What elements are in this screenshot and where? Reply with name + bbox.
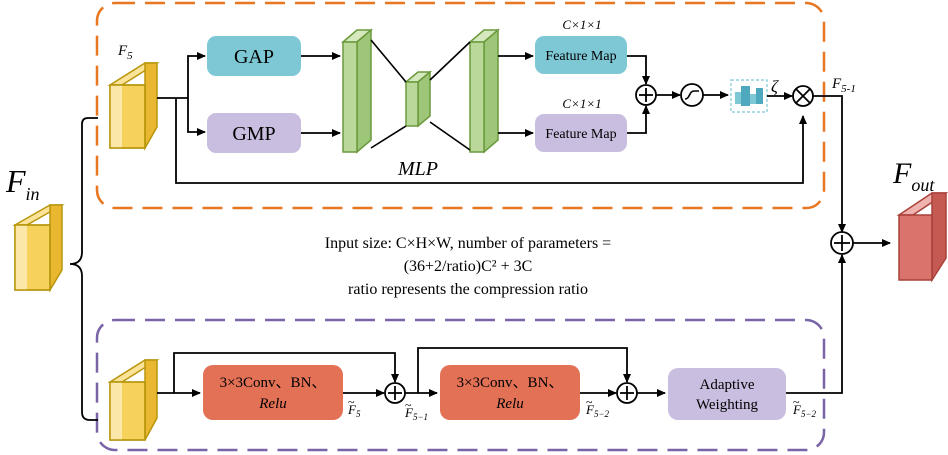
description-line-2: (36+2/ratio)C² + 3C	[404, 258, 533, 275]
f5-skip-line	[175, 98, 807, 184]
bottom-input-cube	[107, 359, 160, 441]
mlp-layer-hidden	[403, 70, 433, 128]
add-node-top	[635, 84, 657, 106]
top-branch-frame	[95, 1, 826, 210]
add-node-bottom-1	[384, 382, 406, 404]
gmp-box	[207, 113, 301, 153]
f5-to-gap-line	[157, 52, 206, 99]
input-label: Fin	[5, 163, 40, 204]
adaptive-weighting-line-1: Adaptive	[700, 377, 755, 393]
conv-box-2	[440, 365, 580, 420]
adaptive-weighting-line-2: Weighting	[696, 397, 759, 413]
mlp-label: MLP	[397, 158, 438, 180]
gmp-label: GMP	[232, 123, 275, 145]
multiply-node	[792, 85, 814, 107]
label-f52-tilde-a: F5−2	[585, 402, 610, 419]
mlp-connections	[370, 39, 471, 151]
sigmoid-icon	[680, 83, 704, 107]
feature-map-bottom-box	[535, 114, 627, 152]
feature-map-top-box	[535, 36, 627, 74]
skip-2-line	[417, 347, 631, 393]
description-line-3: ratio represents the compression ratio	[348, 281, 588, 298]
feature-map-top-label: Feature Map	[545, 49, 616, 64]
mlp-layer-output	[467, 28, 501, 154]
bottom-branch-frame	[95, 318, 826, 452]
feature-map-bottom-label: Feature Map	[545, 127, 616, 142]
conv-box-2-line-2: Relu	[495, 396, 524, 412]
output-feature-cube	[896, 192, 948, 283]
fm-bottom-to-add-line	[627, 105, 650, 134]
feature-map-bottom-shape: C×1×1	[562, 96, 601, 111]
tilde-mark-4: ~	[793, 395, 800, 409]
add-node-bottom-2	[616, 382, 638, 404]
conv-box-1-line-1: 3×3Conv、BN、	[220, 375, 327, 391]
mlp-layer-input	[340, 28, 374, 154]
output-label: Fout	[892, 157, 935, 195]
conv-box-1	[203, 365, 343, 420]
gap-label: GAP	[234, 46, 274, 68]
input-split-brace	[69, 117, 98, 421]
tilde-mark-1: ~	[348, 395, 355, 409]
adaptive-weighting-box	[668, 368, 786, 420]
feature-map-top-shape: C×1×1	[562, 17, 601, 32]
tilde-mark-2: ~	[405, 398, 412, 412]
conv-box-2-line-1: 3×3Conv、BN、	[457, 375, 564, 391]
final-add-node	[830, 231, 854, 255]
gap-box	[207, 36, 301, 76]
f5-to-gmp-line	[187, 98, 206, 136]
adaptive-to-final-add-line	[786, 254, 846, 394]
f5-label: F5	[117, 43, 133, 62]
input-feature-cube	[12, 204, 65, 293]
zeta-label: ζ	[771, 77, 779, 96]
label-f52-tilde-b: F5−2	[792, 402, 817, 419]
tilde-mark-3: ~	[586, 395, 593, 409]
conv-box-1-line-2: Relu	[258, 396, 287, 412]
f51-label: F5-1	[831, 76, 856, 95]
label-f51-tilde: F5−1	[404, 405, 428, 422]
fm-top-to-add-line	[627, 55, 650, 85]
skip-1-line	[173, 352, 399, 393]
label-f5-tilde: F5	[347, 402, 361, 419]
multiply-to-final-add-line	[813, 95, 846, 233]
f5-feature-cube	[107, 62, 160, 151]
description-line-1: Input size: C×H×W, number of parameters …	[325, 235, 611, 252]
channel-weights-icon	[730, 79, 768, 113]
